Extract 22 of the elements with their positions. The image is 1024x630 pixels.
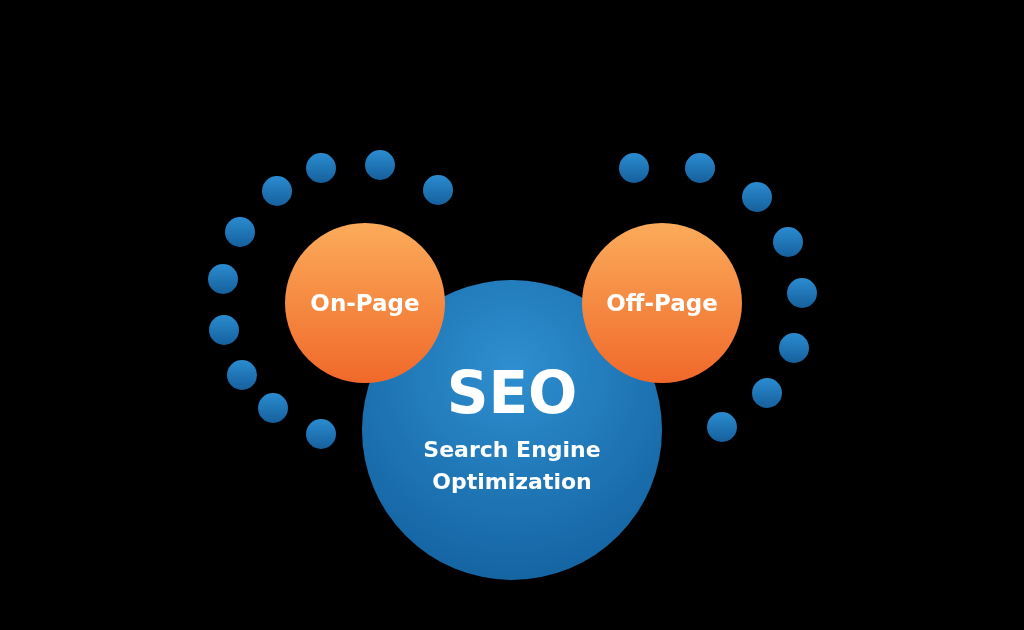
dot — [787, 278, 817, 308]
dot — [779, 333, 809, 363]
dot — [619, 153, 649, 183]
dot — [225, 217, 255, 247]
dot — [262, 176, 292, 206]
heading: SEO — [446, 362, 578, 426]
dot — [707, 412, 737, 442]
topic-label: On-Page — [310, 290, 420, 316]
dot — [258, 393, 288, 423]
dot — [365, 150, 395, 180]
dot — [306, 153, 336, 183]
dot — [742, 182, 772, 212]
subtitle: Search Engine Optimization — [422, 436, 602, 496]
dot — [306, 419, 336, 449]
dot — [773, 227, 803, 257]
dot — [208, 264, 238, 294]
dot — [752, 378, 782, 408]
dot — [685, 153, 715, 183]
dot — [423, 175, 453, 205]
dot — [209, 315, 239, 345]
topic-label: Off-Page — [606, 290, 718, 316]
dot — [227, 360, 257, 390]
